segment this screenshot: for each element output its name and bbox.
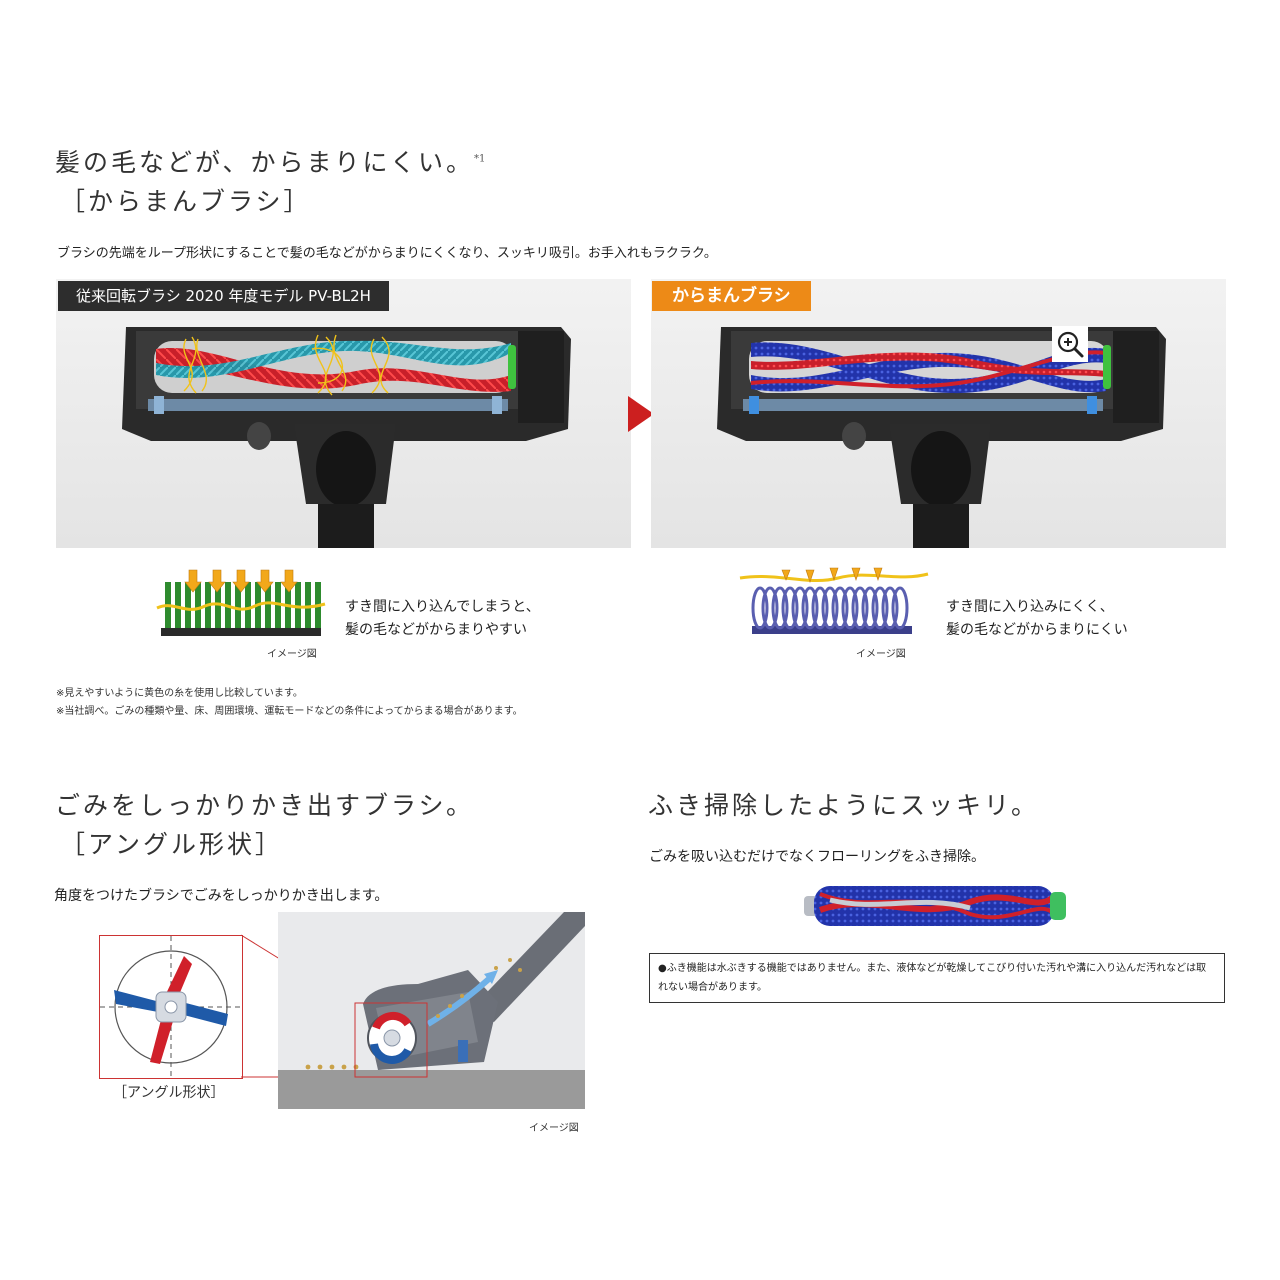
angle-shape-diagram [99,935,243,1079]
section1-subtitle: ［からまんブラシ］ [60,187,312,216]
section1-title-line1: 髪の毛などが、からまりにくい。 [55,148,475,177]
conventional-brush-photo [56,279,631,548]
conventional-brush-tag: 従来回転ブラシ 2020 年度モデル PV-BL2H [58,281,389,311]
loop-bristle-diagram [739,567,929,634]
right-image-label: イメージ図 [856,649,906,660]
section2-image-label: イメージ図 [529,1123,579,1134]
karaman-brush-photo [651,279,1226,548]
section1-title: 髪の毛などが、からまりにくい。*1 [55,143,485,179]
karaman-brush-tag: からまんブラシ [652,281,811,311]
left-caption-line2: 髪の毛などがからまりやすい [345,622,527,638]
arrow-right-icon [628,396,654,432]
section2-title: ごみをしっかりかき出すブラシ。 [55,791,475,820]
cleaning-head-diagram [278,912,585,1109]
straight-bristle-diagram [156,569,326,636]
head-cross-section [278,912,585,1109]
section1-description: ブラシの先端をループ形状にすることで髪の毛などがからまりにくくなり、スッキリ吸引… [57,246,717,261]
angle-shape-label: ［アングル形状］ [113,1085,225,1101]
section3-title: ふき掃除したようにスッキリ。 [648,791,1040,820]
section1-note1: ※見えやすいように黄色の糸を使用し比較しています。 [56,688,303,699]
angle-brush-cross-section [100,936,242,1078]
left-caption-line1: すき間に入り込んでしまうと、 [345,599,540,615]
section3-description: ごみを吸い込むだけでなくフローリングをふき掃除。 [649,849,985,865]
right-caption-line1: すき間に入り込みにくく、 [946,599,1114,615]
section2-subtitle: ［アングル形状］ [60,830,284,859]
section1-note2: ※当社調べ。ごみの種類や量、床、周囲環境、運転モードなどの条件によってからまる場… [56,706,523,717]
section1-title-footnote: *1 [474,153,486,165]
right-caption-line2: 髪の毛などがからまりにくい [946,622,1128,638]
left-image-label: イメージ図 [267,649,317,660]
zoom-in-button[interactable] [1052,326,1088,362]
section3-note-box: ●ふき機能は水ぶきする機能ではありません。また、液体などが乾燥してこびり付いた汚… [649,953,1225,1003]
brush-roll-illustration [804,886,1066,926]
section2-description: 角度をつけたブラシでごみをしっかりかき出します。 [54,888,389,904]
karaman-brush-illustration [717,327,1166,548]
conventional-brush-illustration [122,327,571,548]
zoom-in-icon [1057,331,1084,358]
section3-note: ●ふき機能は水ぶきする機能ではありません。また、液体などが乾燥してこびり付いた汚… [658,963,1207,993]
